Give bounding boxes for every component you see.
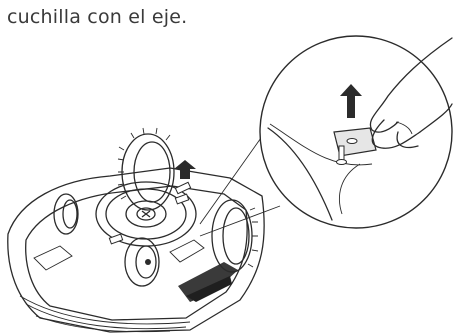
mower-body xyxy=(7,167,265,333)
instruction-text: cuchilla con el eje. xyxy=(7,6,188,28)
tread-wheel-right xyxy=(211,199,259,273)
blade-disc xyxy=(95,181,197,247)
blade-lift-indicator xyxy=(174,160,196,195)
callout-line-lower xyxy=(199,205,281,237)
lift-up-arrow-icon xyxy=(340,84,362,118)
lift-up-arrow-icon xyxy=(174,160,196,179)
zoom-callout xyxy=(259,35,453,229)
callout-line-upper xyxy=(199,127,269,225)
front-wheel-left xyxy=(53,193,79,235)
